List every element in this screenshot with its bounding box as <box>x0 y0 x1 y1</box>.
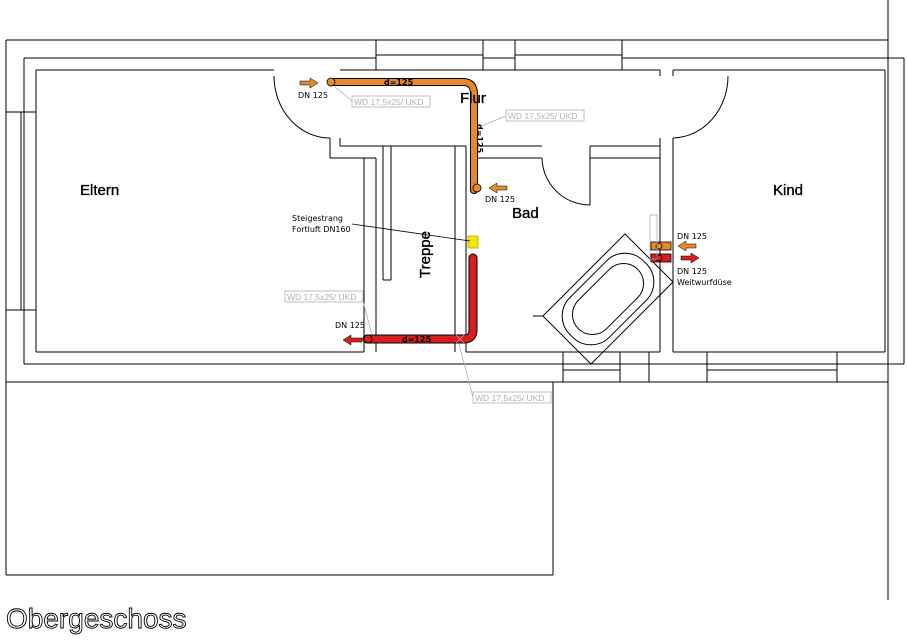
outlet-label-bottom-left: DN 125 <box>335 321 365 330</box>
riser-marker <box>467 235 479 249</box>
room-label-treppe: Treppe <box>417 231 434 278</box>
wall-duct-label-4: WD 17,5x25/ UKD <box>475 393 544 403</box>
wall-duct-label-2: WD 17,5x25/ UKD <box>508 111 577 121</box>
exhaust-duct <box>362 253 478 344</box>
duct-label-bottom: d=125 <box>402 335 432 344</box>
supply-duct <box>327 78 478 194</box>
door-swings <box>273 75 729 206</box>
outlet-label-flur: DN 125 <box>485 195 515 204</box>
outlet-label-kind-upper: DN 125 <box>677 232 707 241</box>
duct-label-top: d=125 <box>384 78 414 87</box>
supply-arrow-kind <box>677 240 697 252</box>
supply-arrow-flur <box>488 182 508 194</box>
wall-duct-leaders <box>284 85 658 404</box>
exhaust-arrow-bottom-left <box>342 334 363 346</box>
bathtub <box>533 233 674 365</box>
floor-title: Obergeschoss <box>6 603 187 634</box>
outlet-label-kind-nozzle: Weitwurfdüse <box>677 278 732 287</box>
outlet-symbols <box>326 77 672 344</box>
riser-label-line2: Fortluft DN160 <box>292 225 351 234</box>
walls <box>5 0 905 600</box>
room-label-flur: Flur <box>460 90 486 107</box>
outlet-label-top-left: DN 125 <box>298 91 328 100</box>
room-label-bad: Bad <box>512 205 539 222</box>
riser-leader <box>351 223 471 242</box>
exhaust-arrow-kind <box>680 252 700 264</box>
duct-label-vertical: d=125 <box>475 124 484 154</box>
supply-arrow-top-left <box>299 77 319 89</box>
riser-label-line1: Steigestrang <box>292 214 343 223</box>
wall-duct-label-3: WD 17,5x25/ UKD <box>287 292 356 302</box>
wall-duct-label-1: WD 17,5x25/ UKD <box>354 97 423 107</box>
room-label-kind: Kind <box>773 182 803 199</box>
outlet-label-kind-lower: DN 125 <box>677 267 707 276</box>
room-label-eltern: Eltern <box>80 182 119 199</box>
